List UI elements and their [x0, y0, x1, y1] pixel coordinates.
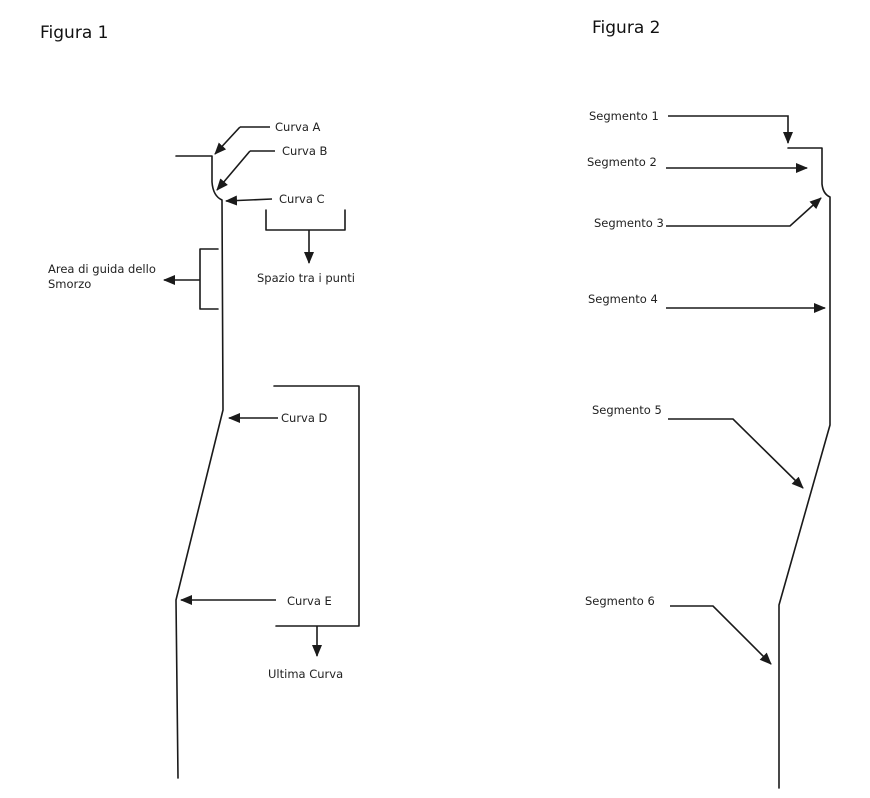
spazio-label: Spazio tra i punti	[257, 271, 355, 285]
segmento-6-arrow	[670, 605, 772, 665]
curva-e-label: Curva E	[287, 594, 332, 608]
curva-d-label: Curva D	[281, 411, 328, 425]
segmento-6-label: Segmento 6	[585, 594, 655, 608]
segmento-3-arrow	[666, 197, 822, 227]
area-guida-bracket	[199, 248, 219, 310]
curva-c-arrow	[225, 195, 273, 206]
spazio-bracket	[265, 209, 346, 231]
area-guida-label-line1: Area di guida dello	[48, 262, 156, 276]
curva-a-label: Curva A	[275, 120, 321, 134]
figura-2-title: Figura 2	[592, 18, 660, 38]
ultima-curva-label: Ultima Curva	[268, 667, 343, 681]
segmento-3-label: Segmento 3	[594, 216, 664, 230]
segmento-1-arrow	[668, 115, 793, 144]
figura-1-title: Figura 1	[40, 23, 108, 43]
segmento-4-label: Segmento 4	[588, 292, 658, 306]
curva-a-arrow	[214, 126, 241, 155]
curva-b-arrow	[216, 150, 251, 191]
segmento-5-label: Segmento 5	[592, 403, 662, 417]
area-guida-label-line2: Smorzo	[48, 277, 91, 291]
curva-b-label: Curva B	[282, 144, 328, 158]
segmento-2-label: Segmento 2	[587, 155, 657, 169]
segmento-5-arrow	[668, 418, 804, 489]
curva-c-label: Curva C	[279, 192, 325, 206]
fig1-profile-line	[175, 155, 224, 779]
fig2-profile-line	[778, 147, 831, 789]
segmento-1-label: Segmento 1	[589, 109, 659, 123]
